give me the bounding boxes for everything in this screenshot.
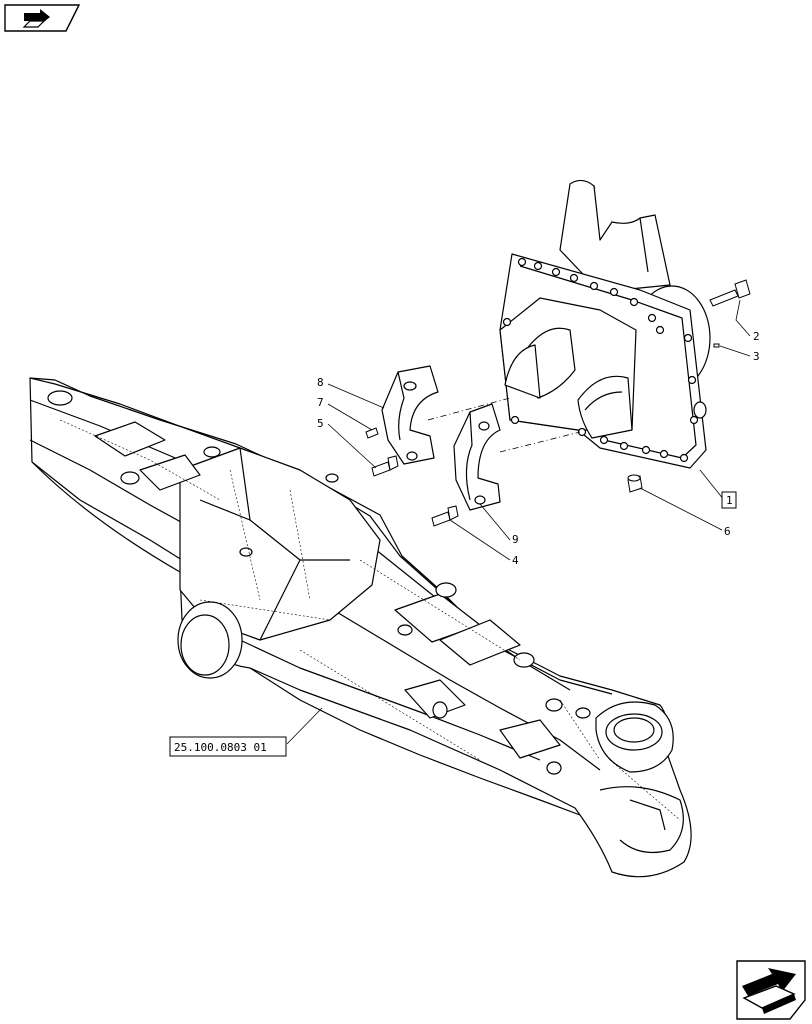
leader-lines	[286, 299, 751, 745]
callout-1-box	[721, 491, 737, 509]
callout-1: 1	[726, 494, 733, 507]
callout-labels: 8 7 5 2 3 1 6 9 4 25.100.0803 01	[169, 330, 760, 757]
flange-bolt-holes	[502, 257, 699, 463]
callout-3: 3	[753, 350, 760, 363]
assembly-lines	[427, 397, 581, 453]
reference-box	[169, 736, 287, 757]
plug-item-3	[713, 343, 720, 348]
parts-diagram: 8 7 5 2 3 1 6 9 4 25.100.0803 01	[29, 179, 760, 878]
differential-carrier	[499, 179, 711, 469]
next-page-arrow-icon	[736, 960, 806, 1020]
reference-label: 25.100.0803 01	[174, 741, 267, 754]
previous-page-button[interactable]	[4, 4, 81, 32]
bolt-item-2	[709, 279, 751, 307]
axle-housing	[29, 377, 692, 878]
previous-page-icon	[4, 4, 81, 32]
callout-7: 7	[317, 396, 324, 409]
screw-item-5	[371, 455, 399, 477]
callout-8: 8	[317, 376, 324, 389]
callout-5: 5	[317, 417, 324, 430]
fasteners	[365, 279, 751, 527]
next-page-button[interactable]	[736, 960, 806, 1020]
screw-item-4	[431, 505, 459, 527]
bearing-cap-upper	[381, 365, 439, 465]
callout-4: 4	[512, 554, 519, 567]
dowel-item-6	[627, 474, 643, 493]
callout-6: 6	[724, 525, 731, 538]
exploded-view-drawing: 8 7 5 2 3 1 6 9 4 25.100.0803 01	[29, 179, 760, 878]
housing-contour-lines	[59, 419, 681, 821]
callout-2: 2	[753, 330, 760, 343]
callout-9: 9	[512, 533, 519, 546]
bearing-cap-lower	[453, 403, 501, 511]
screw-item-7	[365, 427, 379, 439]
